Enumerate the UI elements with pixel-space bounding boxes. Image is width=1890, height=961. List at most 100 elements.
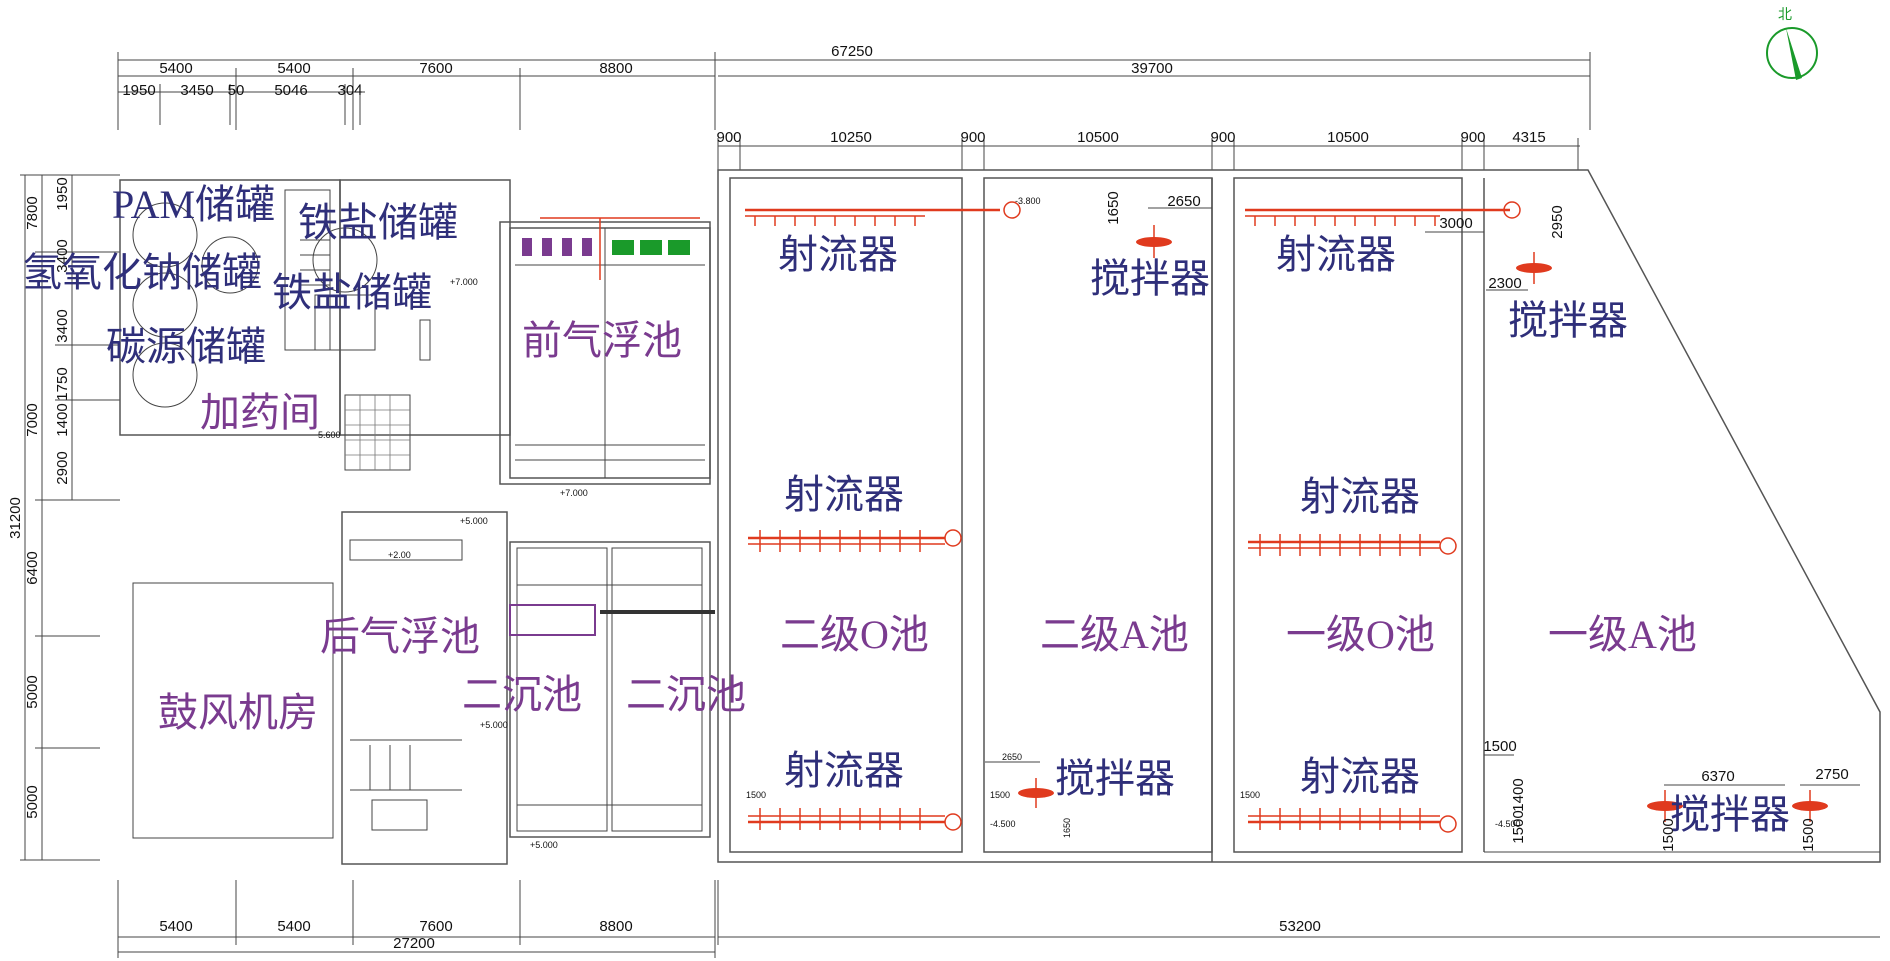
dim-left-9: 6400 (24, 551, 41, 584)
dim-left-5: 1750 (54, 367, 71, 400)
mixer-symbol-1 (1136, 225, 1172, 258)
tank-dim-17: 1500 (1800, 818, 1817, 851)
label-a1-tank: 一级A池 (1548, 612, 1697, 657)
dim-left-11: 5000 (24, 785, 41, 818)
dim-overall: 67250 (831, 43, 873, 60)
jet-pipe-6 (1248, 808, 1457, 833)
elev-3: +5.000 (460, 516, 488, 526)
label-iron-salt-tank-2: 铁盐储罐 (272, 270, 432, 315)
tank-dim-5: 2300 (1488, 275, 1521, 292)
dim-left-6: 1400 (54, 403, 71, 436)
dim-detail-5: 304 (337, 82, 362, 99)
dim-top-left-3: 7600 (419, 60, 452, 77)
dim-left-8: 2900 (54, 451, 71, 484)
dosing-room-outline (119, 179, 511, 471)
elevation-markers: +7.000 +7.000 +5.000 +2.00 +5.000 +5.000… (318, 196, 1521, 850)
label-mixer-3: 搅拌器 (1055, 756, 1175, 801)
dim-r-2: 10250 (830, 129, 872, 146)
tank-dim-8: 1500 (990, 790, 1010, 800)
dim-top-left-1: 5400 (159, 60, 192, 77)
elev-5: +5.000 (480, 720, 508, 730)
dim-left-3: 3400 (54, 239, 71, 272)
dim-left-10: 5000 (24, 675, 41, 708)
dim-left-7: 7000 (24, 403, 41, 436)
tank-dim-4: 2950 (1549, 205, 1566, 238)
north-label: 北 (1778, 7, 1792, 23)
elev-9: -4.500 (990, 819, 1016, 829)
elev-1: +7.000 (450, 277, 478, 287)
label-jet-6: 射流器 (1300, 754, 1420, 799)
tank-dim-10: 1500 (1240, 790, 1260, 800)
dim-left-2: 1950 (54, 177, 71, 210)
label-pre-flotation: 前气浮池 (522, 318, 682, 363)
dim-r-6: 10500 (1327, 129, 1369, 146)
dim-right-total: 39700 (1131, 60, 1173, 77)
label-dosing-room: 加药间 (200, 390, 320, 435)
label-jet-5: 射流器 (1300, 474, 1420, 519)
tank-dimensions: 2650 1650 3000 2950 2300 2650 1500 1500 … (746, 191, 1860, 852)
tank-dim-1: 2650 (1167, 193, 1200, 210)
dim-bot-total-left: 27200 (393, 935, 435, 952)
dim-top-left-4: 8800 (599, 60, 632, 77)
label-mixer-2: 搅拌器 (1508, 298, 1628, 343)
label-jet-1: 射流器 (778, 232, 898, 277)
left-dimension-lines: 31200 7800 1950 3400 3400 1750 1400 7000… (7, 174, 120, 861)
dim-detail-2: 3450 (180, 82, 213, 99)
dim-bot-4: 8800 (599, 918, 632, 935)
jet-pipe-1 (745, 201, 1021, 226)
dim-r-5: 900 (1210, 129, 1235, 146)
tank-dim-13: 6370 (1701, 768, 1734, 785)
elev-8: -3.800 (1015, 196, 1041, 206)
tank-dim-16: 1500 (1660, 818, 1677, 851)
dim-detail-3: 50 (228, 82, 245, 99)
jet-pipe-4 (1245, 201, 1521, 226)
label-jet-2: 射流器 (784, 472, 904, 517)
label-iron-salt-tank-1: 铁盐储罐 (298, 200, 458, 245)
elev-7: 5.600 (318, 430, 341, 440)
label-pam-tank: PAM储罐 (112, 182, 275, 227)
dim-detail-4: 5046 (274, 82, 307, 99)
label-jet-4: 射流器 (1276, 232, 1396, 277)
label-post-flotation: 后气浮池 (320, 614, 480, 659)
dim-detail-1: 1950 (122, 82, 155, 99)
blower-room-outline (132, 582, 334, 839)
tank-dim-15: 1500 (1510, 810, 1527, 843)
label-jet-3: 射流器 (784, 748, 904, 793)
mixer-symbol-2 (1516, 252, 1552, 284)
dim-r-4: 10500 (1077, 129, 1119, 146)
bottom-dimension-lines: 5400 5400 7600 8800 27200 53200 (117, 880, 1880, 958)
dim-bot-2: 5400 (277, 918, 310, 935)
jet-pipe-5 (1248, 534, 1457, 556)
pre-flotation-tank-outline (499, 217, 711, 485)
dim-r-7: 900 (1460, 129, 1485, 146)
label-secondary-clarifier-1: 二沉池 (462, 672, 582, 717)
label-secondary-clarifier-2: 二沉池 (626, 672, 746, 717)
label-o2-tank: 二级O池 (780, 612, 929, 657)
tank-dim-11: 1400 (1510, 778, 1527, 811)
dim-left-1: 7800 (24, 196, 41, 229)
north-arrow: 北 (1766, 7, 1818, 80)
mixer-symbol-4 (1647, 790, 1828, 822)
tank-dim-14: 2750 (1815, 766, 1848, 783)
dim-bot-total-right: 53200 (1279, 918, 1321, 935)
dim-r-3: 900 (960, 129, 985, 146)
biological-tanks-outline (717, 169, 1881, 863)
label-a2-tank: 二级A池 (1040, 612, 1189, 657)
tank-dim-2: 1650 (1105, 191, 1122, 224)
dim-bot-1: 5400 (159, 918, 192, 935)
label-o1-tank: 一级O池 (1286, 612, 1435, 657)
dim-left-4: 3400 (54, 309, 71, 342)
mixer-symbol-3 (1018, 778, 1054, 808)
dim-left-total: 31200 (7, 497, 24, 539)
label-carbon-tank: 碳源储罐 (106, 324, 266, 369)
top-dimension-lines: 67250 5400 5400 7600 8800 39700 1950 345… (117, 43, 1591, 170)
dim-r-1: 900 (716, 129, 741, 146)
dim-top-left-2: 5400 (277, 60, 310, 77)
dim-r-8: 4315 (1512, 129, 1545, 146)
area-labels: PAM储罐 铁盐储罐 氢氧化钠储罐 铁盐储罐 碳源储罐 加药间 前气浮池 后气浮… (22, 182, 1790, 837)
jet-pipe-3 (748, 808, 962, 831)
label-blower-room: 鼓风机房 (158, 690, 318, 735)
label-mixer-4: 搅拌器 (1670, 792, 1790, 837)
elev-10: -4.500 (1495, 819, 1521, 829)
